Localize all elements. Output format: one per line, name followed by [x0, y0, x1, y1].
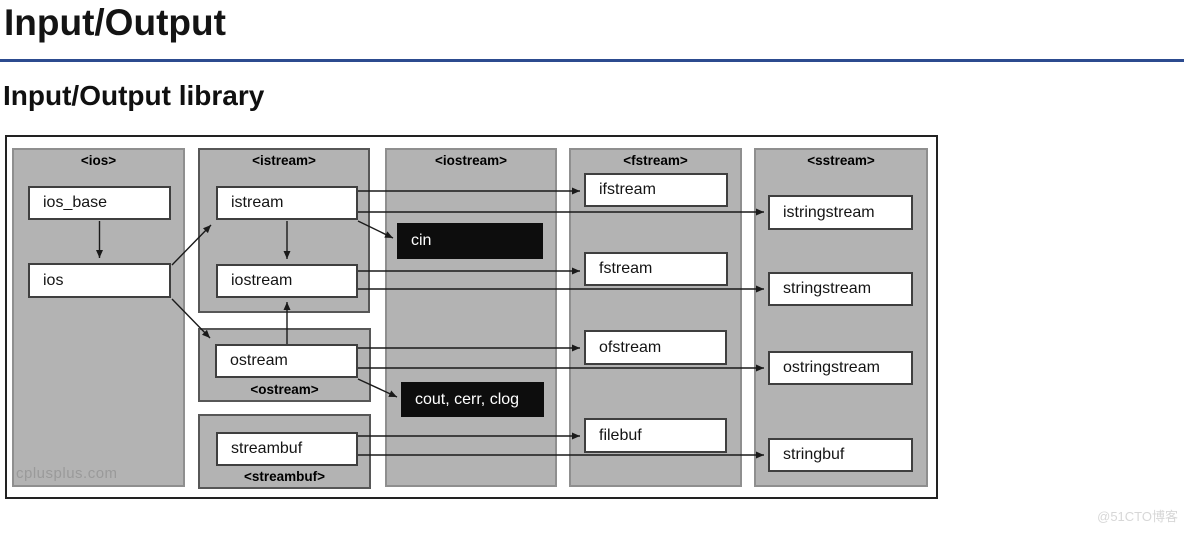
- iostream-library-diagram: <ios> <istream> <iostream> <fstream> <ss…: [5, 135, 938, 499]
- panel-ostream-label: <ostream>: [250, 382, 319, 397]
- class-box-istringstream: istringstream: [768, 195, 913, 230]
- panel-iostream-label: <iostream>: [434, 153, 508, 168]
- class-box-ios: ios: [28, 263, 171, 298]
- class-box-iostream: iostream: [216, 264, 358, 298]
- class-box-fstream: fstream: [584, 252, 728, 286]
- 51cto-watermark: @51CTO博客: [1097, 509, 1178, 524]
- class-box-stringbuf: stringbuf: [768, 438, 913, 472]
- cplusplus-watermark: cplusplus.com: [16, 465, 118, 482]
- class-box-stringstream: stringstream: [768, 272, 913, 306]
- panel-streambuf-label: <streambuf>: [243, 469, 326, 484]
- object-box-cout-cerr-clog: cout, cerr, clog: [401, 382, 544, 417]
- section-title: Input/Output library: [3, 80, 265, 111]
- panel-istream-label: <istream>: [252, 153, 316, 168]
- class-box-ostringstream: ostringstream: [768, 351, 913, 385]
- title-divider: [0, 59, 1184, 62]
- class-box-ofstream: ofstream: [584, 330, 727, 365]
- panel-sstream-label: <sstream>: [807, 153, 875, 168]
- panel-iostream: <iostream>: [385, 148, 557, 487]
- class-box-istream: istream: [216, 186, 358, 220]
- object-box-cin: cin: [397, 223, 543, 259]
- class-box-ostream: ostream: [215, 344, 358, 378]
- panel-fstream-label: <fstream>: [623, 153, 688, 168]
- class-box-filebuf: filebuf: [584, 418, 727, 453]
- class-box-ifstream: ifstream: [584, 173, 728, 207]
- class-box-ios-base: ios_base: [28, 186, 171, 220]
- panel-ios-label: <ios>: [80, 153, 117, 168]
- page-title: Input/Output: [4, 2, 226, 43]
- class-box-streambuf: streambuf: [216, 432, 358, 466]
